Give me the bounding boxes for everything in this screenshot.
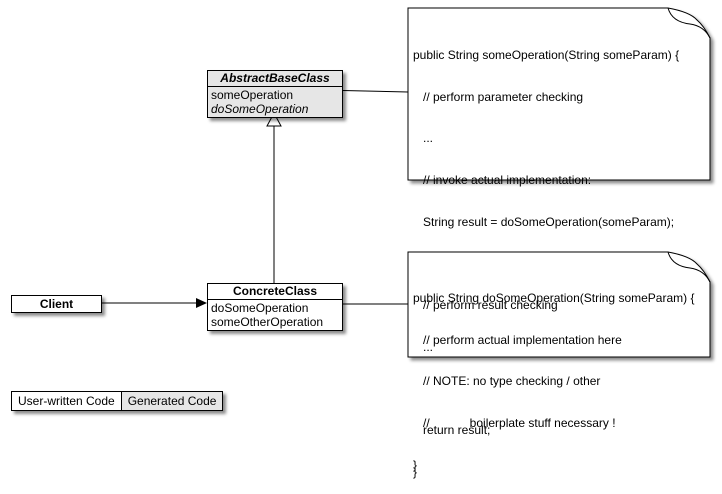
operation-do-some-operation: doSomeOperation: [211, 102, 309, 116]
client-box[interactable]: Client: [11, 295, 102, 313]
abstract-class-name: AbstractBaseClass: [208, 71, 342, 87]
concrete-class-name: ConcreteClass: [208, 284, 342, 300]
note-bottom-fold: [667, 251, 711, 283]
legend-generated: Generated Code: [121, 392, 223, 410]
note-line: // invoke actual implementation:: [413, 172, 592, 187]
note-line: // NOTE: no type checking / other: [413, 374, 601, 389]
note-line: }: [413, 457, 418, 472]
note-line: ...: [413, 131, 434, 146]
operation-do-some-operation: doSomeOperation: [211, 301, 309, 315]
note-line: ...: [413, 339, 434, 354]
concrete-class-box[interactable]: ConcreteClass doSomeOperation someOtherO…: [207, 283, 343, 331]
abstract-class-operations: someOperation doSomeOperation: [208, 87, 342, 117]
inheritance-arrowhead: [266, 111, 282, 127]
legend: User-written Code Generated Code: [11, 391, 224, 411]
note-line: String result = doSomeOperation(somePara…: [413, 214, 675, 229]
operation-some-operation: someOperation: [211, 88, 294, 102]
operation-some-other-operation: someOtherOperation: [211, 315, 324, 329]
note-line: // perform result checking: [413, 298, 558, 313]
abstract-base-class-box[interactable]: AbstractBaseClass someOperation doSomeOp…: [207, 70, 343, 118]
note-bottom-text: public String doSomeOperation(String som…: [413, 264, 694, 487]
note-line: public String doSomeOperation(String som…: [413, 290, 695, 305]
client-association-arrowhead: [196, 298, 207, 308]
legend-user-written: User-written Code: [12, 392, 122, 410]
note-line: public String someOperation(String someP…: [413, 47, 680, 62]
concrete-class-operations: doSomeOperation someOtherOperation: [208, 300, 342, 330]
note-line: // perform parameter checking: [413, 89, 584, 104]
note-top-fold: [667, 7, 711, 39]
note-line: // perform actual implementation here: [413, 332, 622, 347]
